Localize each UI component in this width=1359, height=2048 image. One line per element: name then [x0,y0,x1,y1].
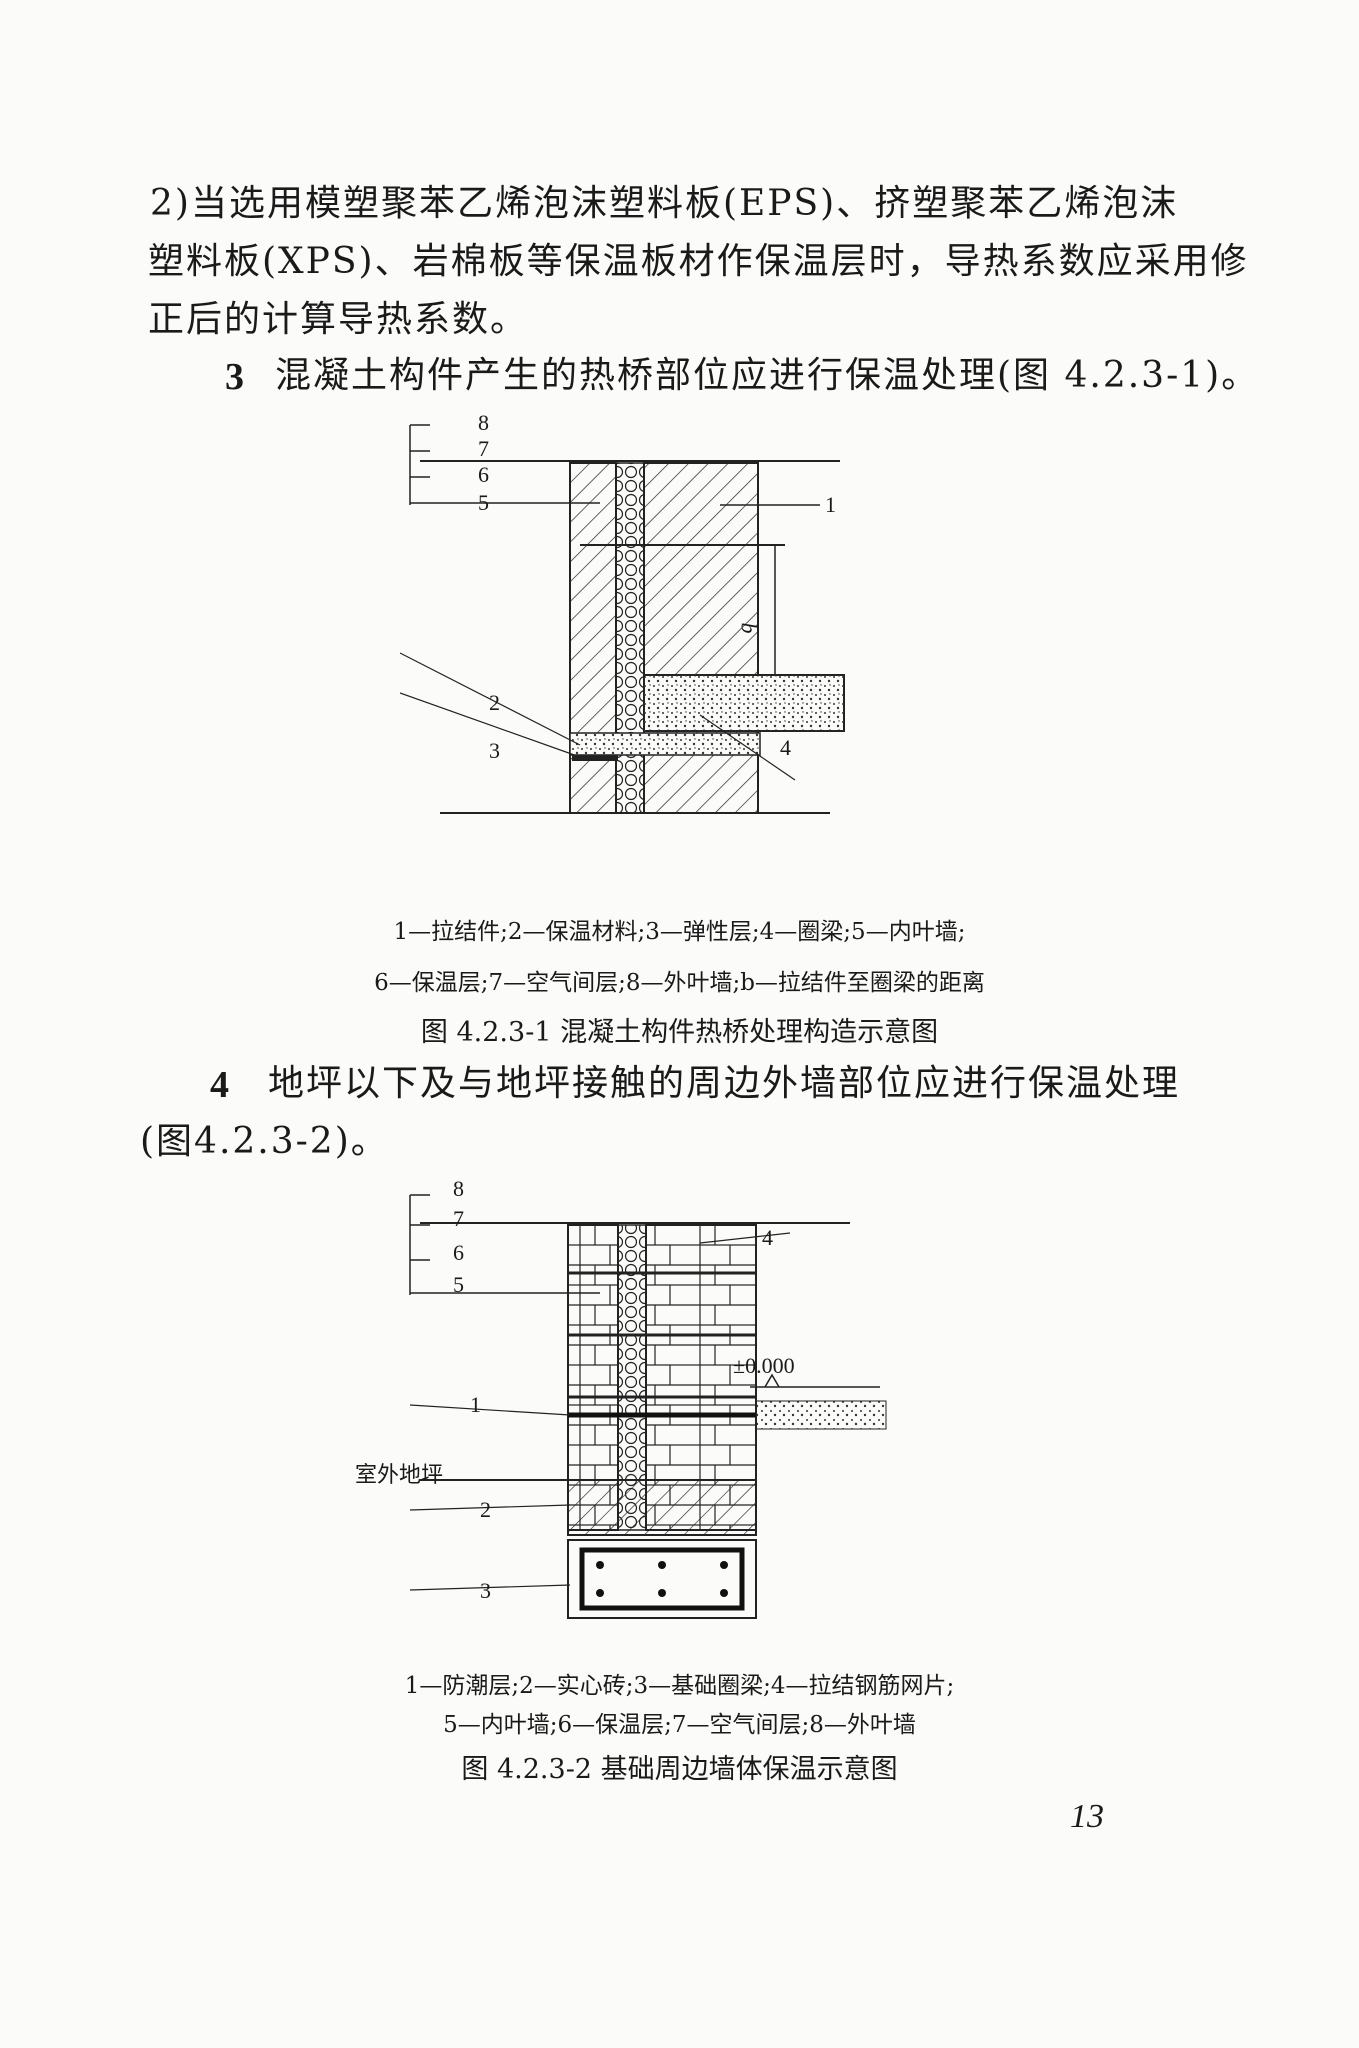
fig1-label-5: 5 [478,490,489,515]
fig2-elevation: ±0.000 [733,1353,795,1378]
fig1-legend-line: 1—拉结件;2—保温材料;3—弹性层;4—圈梁;5—内叶墙; [393,919,966,945]
fig1-label-8: 8 [478,410,489,435]
paragraph-line: 2)当选用模塑聚苯乙烯泡沫塑料板(EPS)、挤塑聚苯乙烯泡沫 [150,183,1179,224]
fig1-label-6: 6 [478,462,489,487]
fig2-label-1: 1 [470,1392,481,1417]
fig1-legend-line: 6—保温层;7—空气间层;8—外叶墙;b—拉结件至圈梁的距离 [374,970,985,996]
fig2-label-4: 4 [762,1225,773,1250]
paragraph-line: (图4.2.3-2)。 [140,1121,389,1162]
fig2-label-3: 3 [480,1578,491,1603]
paragraph-line: 塑料板(XPS)、岩棉板等保温板材作保温层时，导热系数应采用修 [148,241,1249,282]
fig2-ground-label: 室外地坪 [355,1463,444,1488]
fig2-label-7: 7 [453,1206,464,1231]
fig2-label-6: 6 [453,1240,464,1265]
paragraph-line: 地坪以下及与地坪接触的周边外墙部位应进行保温处理 [268,1063,1181,1104]
fig2-legend-line: 5—内叶墙;6—保温层;7—空气间层;8—外叶墙 [443,1712,916,1738]
fig1-label-7: 7 [478,436,489,461]
fig1-label-1: 1 [825,492,836,517]
fig1-title: 图 4.2.3-1 混凝土构件热桥处理构造示意图 [420,1017,939,1048]
fig1-dimension-b: b [736,622,762,634]
paragraph-line: 正后的计算导热系数。 [148,299,529,340]
figure-4-2-3-2 [409,1194,887,1619]
fig1-label-4: 4 [780,735,791,760]
fig2-legend-line: 1—防潮层;2—实心砖;3—基础圈梁;4—拉结钢筋网片; [404,1673,955,1699]
fig2-title: 图 4.2.3-2 基础周边墙体保温示意图 [461,1754,898,1785]
item-number: 3 [225,356,244,398]
paragraph-line: 混凝土构件产生的热桥部位应进行保温处理(图 4.2.3-1)。 [275,355,1260,396]
figure-4-2-3-1 [400,424,845,814]
fig1-label-2: 2 [489,690,500,715]
fig2-label-2: 2 [480,1497,491,1522]
fig2-label-5: 5 [453,1272,464,1297]
item-number: 4 [210,1064,229,1106]
fig1-label-3: 3 [489,738,500,763]
page-number: 13 [1070,1798,1104,1835]
fig2-label-8: 8 [453,1176,464,1201]
